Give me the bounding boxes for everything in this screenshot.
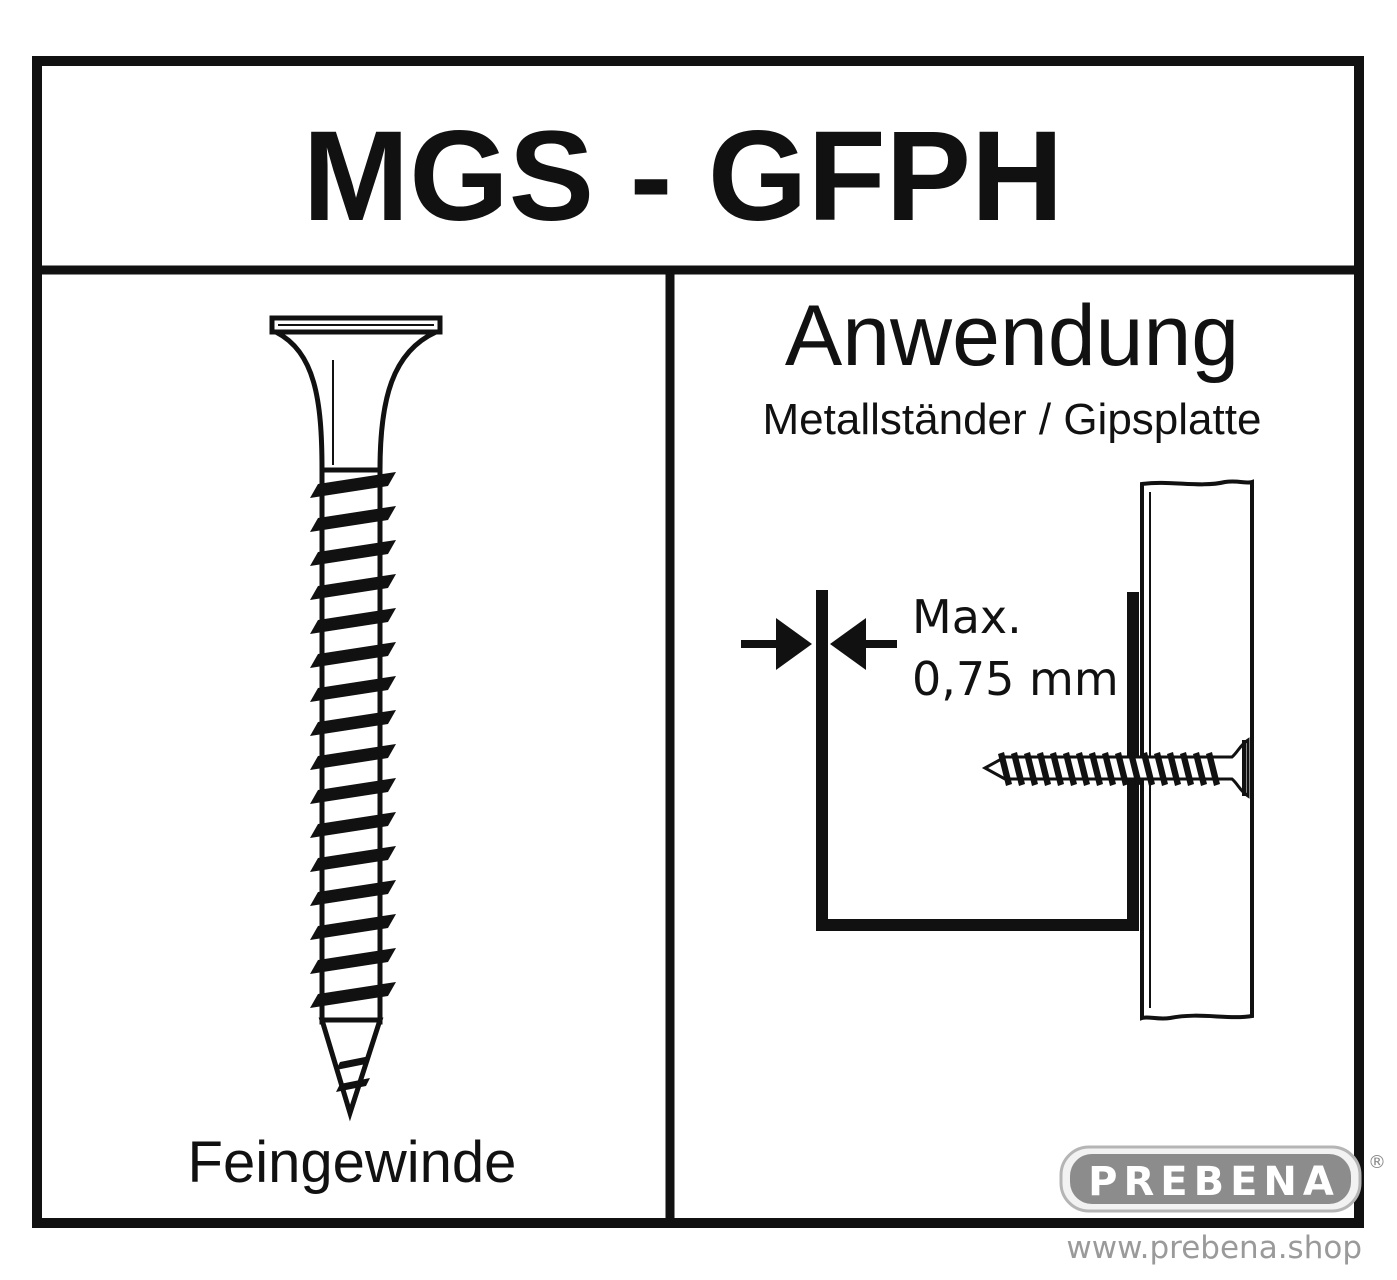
screw-illustration [269, 315, 443, 1122]
thread-mark [1063, 752, 1077, 786]
thread-mark [1167, 752, 1181, 786]
registered-trademark: ® [1368, 1152, 1386, 1173]
thread-mark [1050, 752, 1064, 786]
thread-mark [310, 812, 396, 838]
thread-mark [310, 540, 396, 566]
thread-mark [1115, 752, 1129, 786]
thread-mark [310, 778, 396, 804]
thread-mark [310, 676, 396, 702]
thread-mark [310, 880, 396, 906]
thread-mark [310, 948, 396, 974]
application-heading: Anwendung [785, 288, 1239, 384]
thread-mark [1180, 752, 1194, 786]
thread-mark [310, 744, 396, 770]
thread-mark [310, 506, 396, 532]
screw-thread-marks [310, 472, 396, 1092]
thread-mark [1128, 752, 1142, 786]
thread-mark [310, 574, 396, 600]
thread-mark [310, 710, 396, 736]
diagram-frame [32, 56, 1364, 1228]
thread-mark [310, 608, 396, 634]
thread-mark [310, 642, 396, 668]
thread-mark [1024, 752, 1038, 786]
thread-type-label: Feingewinde [188, 1130, 517, 1195]
thread-mark [336, 1056, 370, 1070]
installed-screw-illustration [981, 737, 1250, 799]
brand-logo-text: PREBENA [1088, 1159, 1340, 1205]
installed-screw-thread-marks [998, 752, 1220, 786]
thread-mark [310, 982, 396, 1008]
thickness-arrows [741, 618, 897, 670]
thread-mark [1206, 752, 1220, 786]
max-thickness-value: 0,75 mm [912, 652, 1119, 706]
thread-mark [1037, 752, 1051, 786]
product-title: MGS - GFPH [303, 105, 1064, 248]
thread-mark [310, 846, 396, 872]
thread-mark [998, 752, 1012, 786]
thread-mark [1089, 752, 1103, 786]
thread-mark [1154, 752, 1168, 786]
thread-mark [1076, 752, 1090, 786]
thread-mark [1102, 752, 1116, 786]
brand-logo: PREBENA [1059, 1145, 1362, 1213]
thread-mark [1011, 752, 1025, 786]
application-subheading: Metallständer / Gipsplatte [763, 395, 1262, 444]
thread-mark [310, 914, 396, 940]
max-thickness-label: Max. [912, 590, 1022, 644]
thread-mark [336, 1078, 370, 1092]
thread-mark [1141, 752, 1155, 786]
gypsum-board [1140, 479, 1254, 1021]
thread-mark [1193, 752, 1207, 786]
thread-mark [310, 472, 396, 498]
website-url: www.prebena.shop [1066, 1230, 1362, 1266]
